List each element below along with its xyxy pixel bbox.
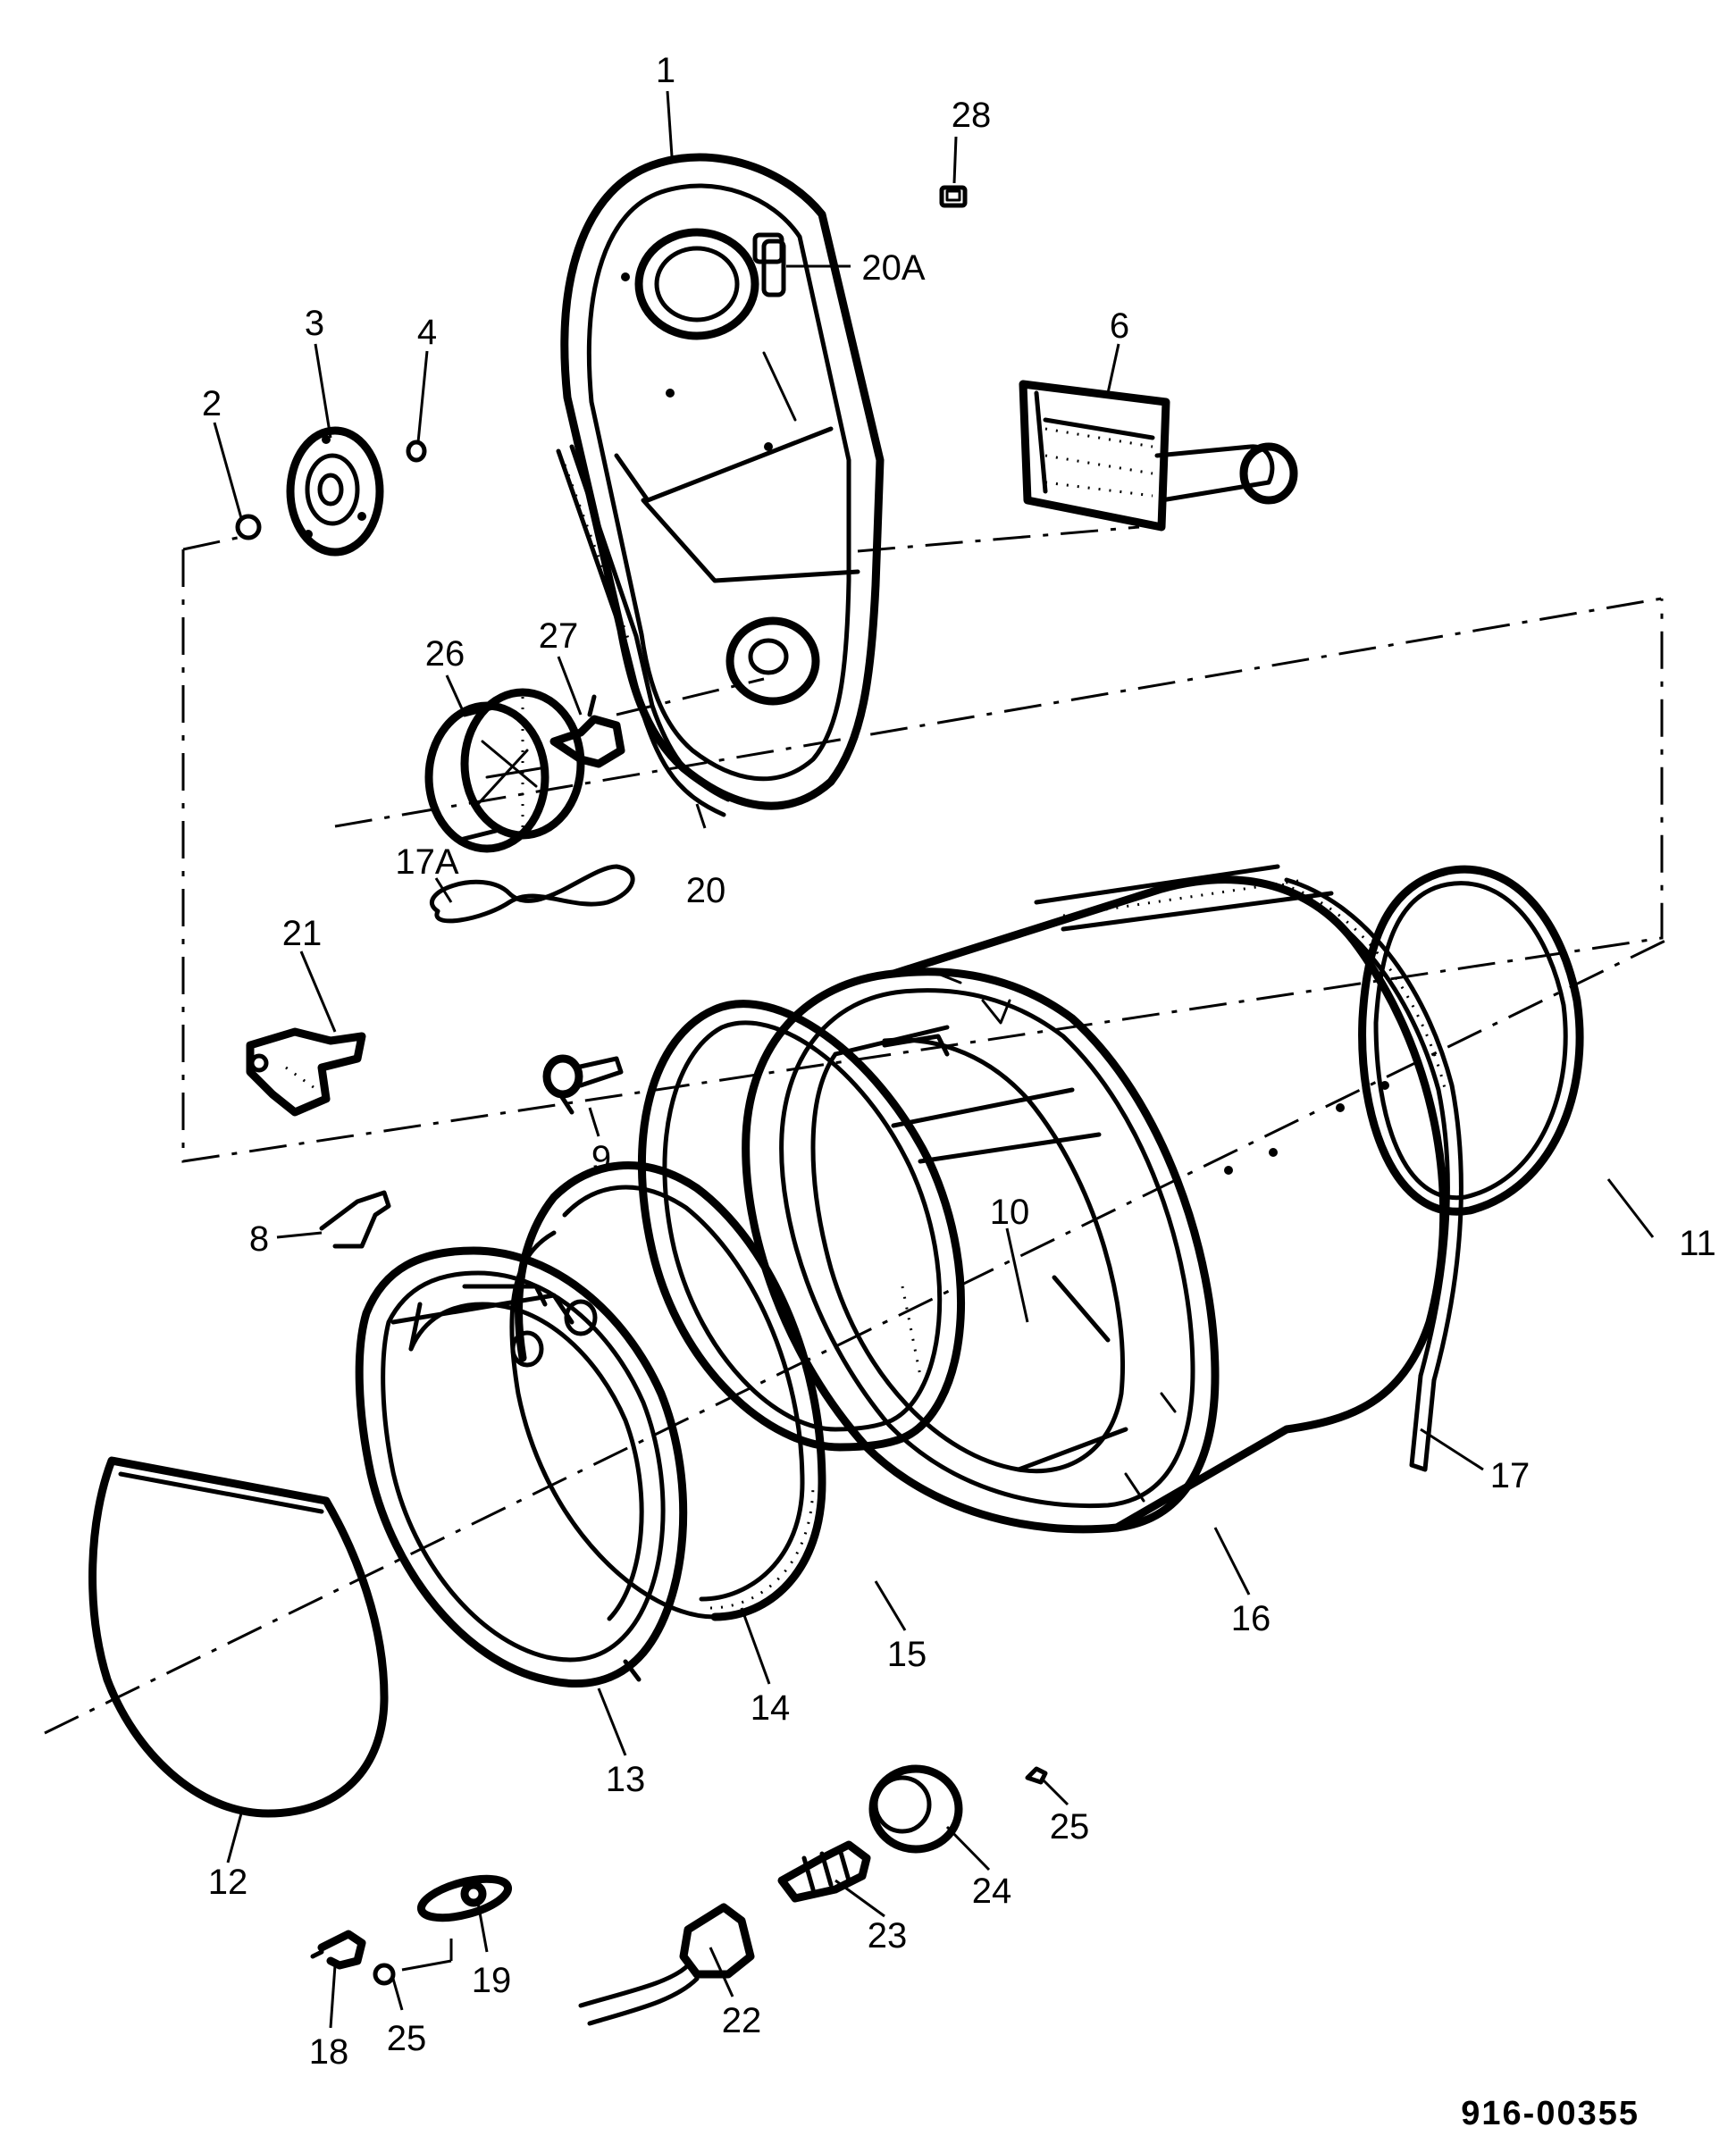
- callout-8: 8: [249, 1219, 269, 1259]
- callout-24: 24: [972, 1872, 1012, 1911]
- leader-lines: [213, 90, 1655, 2029]
- callout-27: 27: [539, 616, 579, 656]
- felt-seal-ring-part-14: [509, 1161, 826, 1621]
- callout-1: 1: [656, 51, 675, 90]
- blower-wheel-part-26: [424, 688, 585, 853]
- callout-28: 28: [952, 96, 992, 135]
- assembly-lines: [44, 525, 1672, 1735]
- callout-16: 16: [1231, 1599, 1271, 1638]
- callout-20: 20: [686, 871, 726, 910]
- callout-11: 11: [1679, 1224, 1716, 1263]
- felt-seal-part-20A: [752, 232, 784, 264]
- callout-26: 26: [425, 634, 465, 674]
- callout-20A: 20A: [861, 248, 925, 288]
- callout-25-door-switch: 25: [387, 2019, 427, 2058]
- drive-belt-part-17A: [429, 864, 635, 924]
- callout-18: 18: [309, 2032, 349, 2072]
- drum-lamp-assembly-parts-22-23-24-25: [578, 1764, 1048, 2026]
- document-number: 916-00355: [1461, 2095, 1640, 2132]
- callout-10: 10: [990, 1193, 1030, 1232]
- drum-belt-part-17: [1275, 877, 1463, 1472]
- callout-13: 13: [606, 1760, 646, 1799]
- rear-drum-seal-part-11: [1358, 865, 1584, 1216]
- callout-14: 14: [751, 1688, 791, 1728]
- bearing-assembly-parts-2-3-4: [235, 426, 427, 557]
- door-panel-part-12: [88, 1456, 389, 1818]
- thermostat-part-21: [246, 1027, 366, 1117]
- front-seal-ring-part-15: [637, 1000, 966, 1452]
- callout-17: 17: [1490, 1456, 1531, 1495]
- callout-labels: 1 2 3 4 6 8 9 10 11 12 13 14 15 16 17 17…: [202, 51, 1716, 2072]
- callout-21: 21: [282, 914, 323, 953]
- callout-9: 9: [591, 1139, 611, 1178]
- callout-12: 12: [208, 1863, 248, 1902]
- callout-6: 6: [1110, 306, 1129, 346]
- rear-bulkhead-part-1: [560, 153, 885, 810]
- door-switch-assembly-parts-18-19-25: [310, 1874, 513, 1986]
- callout-19: 19: [472, 1961, 512, 2000]
- callout-25-lamp: 25: [1050, 1807, 1090, 1847]
- thermostat-part-9: [542, 1054, 624, 1115]
- callout-22: 22: [722, 2001, 762, 2040]
- front-bulkhead-part-13: [355, 1246, 688, 1688]
- callout-2: 2: [202, 384, 222, 423]
- drum-part-16: [742, 864, 1448, 1534]
- callout-15: 15: [887, 1635, 927, 1674]
- clip-part-28: [939, 185, 968, 208]
- callout-4: 4: [417, 313, 437, 352]
- callout-3: 3: [305, 304, 324, 343]
- callout-23: 23: [868, 1916, 908, 1956]
- callout-17A: 17A: [395, 842, 458, 882]
- exhaust-duct-part-6: [1019, 380, 1298, 532]
- bracket-part-8: [319, 1190, 391, 1249]
- blower-shaft-part-27: [549, 694, 625, 768]
- felt-seal-part-20: [556, 444, 731, 817]
